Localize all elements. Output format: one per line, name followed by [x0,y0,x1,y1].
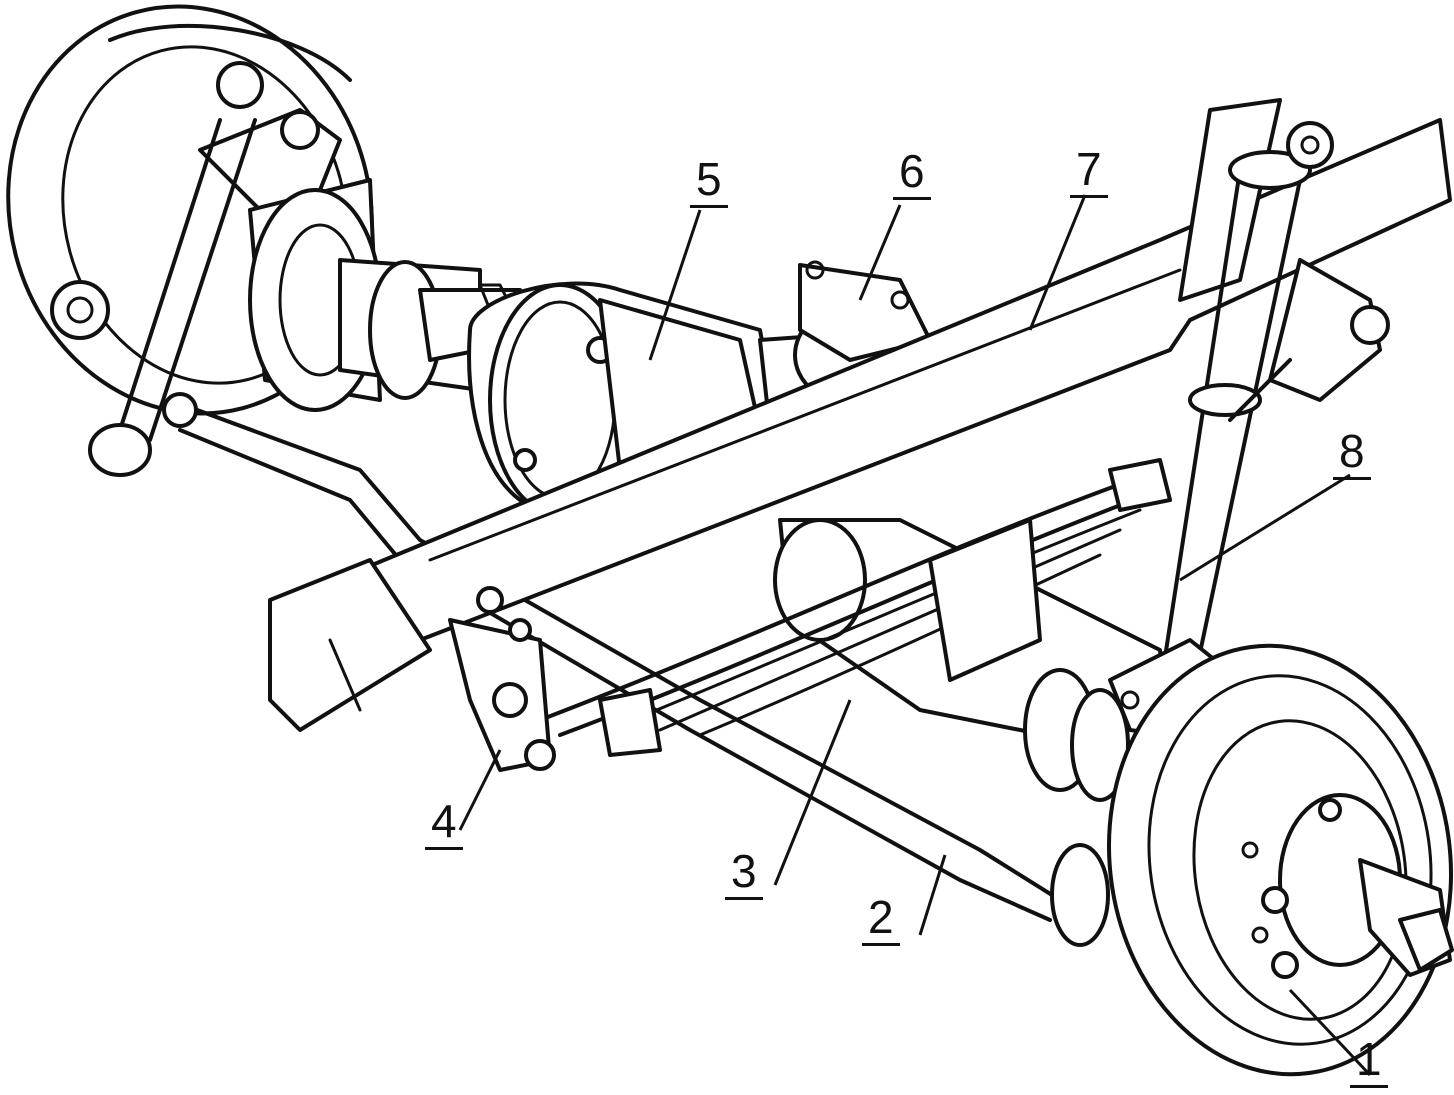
callout-4: 4 [425,797,463,850]
spring-shackle [448,586,556,772]
callout-leaders [458,194,1372,1077]
callout-7: 7 [1070,145,1108,198]
right-rear-lever [1228,258,1390,422]
transverse-rod [162,392,1110,947]
leader-7 [1028,194,1087,331]
leader-1 [1288,988,1372,1077]
callout-6: 6 [893,147,931,200]
callout-2: 2 [862,893,900,946]
callout-8: 8 [1333,427,1371,480]
frame-longeron [268,98,1452,732]
callout-5: 5 [690,155,728,208]
leader-4 [458,749,502,831]
callout-1: 1 [1350,1035,1388,1088]
right-brake-drum [1107,643,1454,1077]
leader-8 [1179,473,1351,582]
left-shock-link [50,61,342,477]
leader-5 [648,209,702,361]
leader-6 [858,204,902,301]
leader-2 [918,854,947,936]
leaf-spring [538,458,1172,757]
callout-3: 3 [725,847,763,900]
leader-3 [773,699,852,886]
